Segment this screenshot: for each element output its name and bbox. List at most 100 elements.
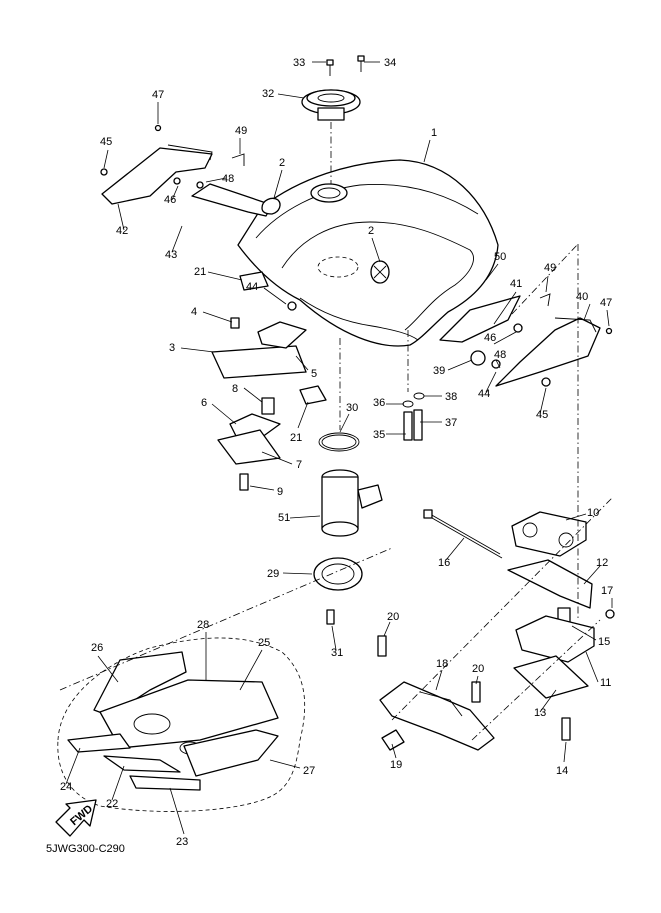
callout-12: 12 [596,557,608,569]
callout-21-a: 21 [194,266,206,278]
callout-1: 1 [431,127,437,139]
leader-lines [65,61,613,835]
forward-arrow: FWD [55,799,97,837]
leader-line [445,537,465,561]
leader-line [485,371,497,393]
callout-47-a: 47 [152,89,164,101]
leader-line [383,621,391,637]
callout-46-b: 46 [484,332,496,344]
leader-line [97,655,119,683]
callout-23: 23 [176,836,188,848]
callout-4: 4 [191,306,197,318]
leader-line [180,347,215,353]
callout-16: 16 [438,557,450,569]
callout-18: 18 [436,658,448,670]
damper-5 [257,321,307,349]
callout-33: 33 [293,57,305,69]
leader-line [65,747,81,785]
bracket-21-lower [299,385,327,405]
leader-line [563,741,567,763]
callout-13: 13 [534,707,546,719]
leader-line [331,625,337,651]
diagram-code: 5JWG300-C290 [46,843,125,855]
fuel-pump [321,469,383,537]
leader-line [435,669,443,691]
leader-line [243,387,263,403]
leader-line [277,93,305,99]
callout-26: 26 [91,642,103,654]
callout-41: 41 [510,278,522,290]
callout-45-a: 45 [100,136,112,148]
leader-line [539,387,547,415]
callout-21-b: 21 [290,432,302,444]
callout-19: 19 [390,759,402,771]
leader-line [297,401,309,429]
leader-line [117,203,125,231]
callout-27: 27 [303,765,315,777]
callout-46-a: 46 [164,194,176,206]
callout-32: 32 [262,88,274,100]
leader-line [583,565,601,585]
callout-48-a: 48 [222,173,234,185]
leader-line [103,149,109,169]
callout-11: 11 [600,677,611,689]
leader-line [239,649,263,691]
bolt-20-left [377,635,387,657]
bracket-40 [495,317,601,387]
callout-39: 39 [433,365,445,377]
nut-17 [605,609,615,619]
long-bolt-16 [423,509,503,559]
callout-3: 3 [169,342,175,354]
callout-28: 28 [197,619,209,631]
callout-48-b: 48 [494,349,506,361]
bolt-9 [239,473,249,491]
leader-line [207,271,243,281]
leader-line [249,485,275,491]
leader-line [423,139,431,163]
bracket-18 [379,681,495,751]
o-ring-30 [318,432,360,452]
callout-20-a: 20 [387,611,399,623]
leader-line [391,743,397,759]
pad-22 [103,755,181,773]
callout-36: 36 [373,397,385,409]
callout-10: 10 [587,507,599,519]
callout-43: 43 [165,249,177,261]
callout-25: 25 [258,637,270,649]
leader-line [495,359,501,369]
leader-line [606,309,610,327]
callout-5: 5 [311,368,317,380]
leader-line [111,765,125,801]
callout-7: 7 [296,459,302,471]
plate-13 [513,655,589,699]
bracket-12 [507,559,593,609]
callout-15: 15 [598,636,610,648]
leader-line [202,311,233,323]
callout-49-b: 49 [544,262,556,274]
callout-labels: 1 2 2 3 4 5 6 7 8 9 10 11 12 13 14 15 16… [60,57,613,848]
leader-line [289,515,321,519]
grommet-2 [261,197,281,215]
callout-29: 29 [267,568,279,580]
leader-line [273,169,283,199]
callout-45-b: 45 [536,409,548,421]
leader-line [339,413,350,433]
bracket-3 [211,345,307,379]
callout-47-b: 47 [600,297,612,309]
leader-line [447,359,473,371]
bracket-43 [191,183,273,217]
leader-line [583,303,591,321]
leader-line [371,237,381,263]
leader-line [475,675,479,685]
callout-49-a: 49 [235,125,247,137]
callout-30: 30 [346,402,358,414]
leader-line [585,651,599,683]
callout-50: 50 [494,251,506,263]
leader-line [493,331,517,345]
cap-screw-34 [357,55,365,72]
bolt-14 [561,717,571,741]
callout-14: 14 [556,765,568,777]
collar-8 [261,397,275,415]
bolt-31 [326,609,335,625]
